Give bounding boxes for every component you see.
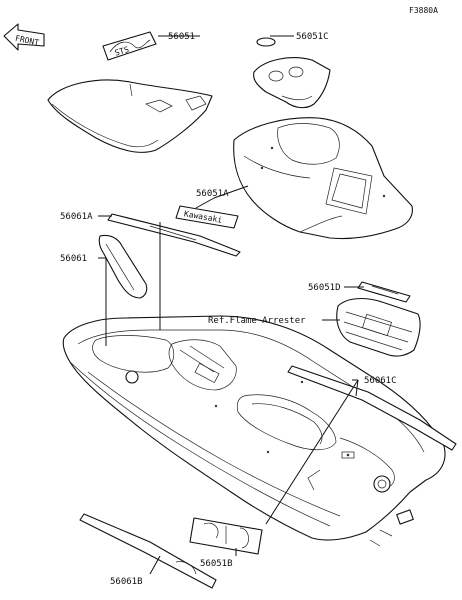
decal-56051C (256, 37, 276, 47)
decal-56051: STS (102, 31, 157, 61)
seat-part (47, 79, 213, 153)
front-arrow-icon: FRONT (3, 23, 45, 51)
callout-56061B: 56061B (110, 577, 143, 587)
figure-code: F3880A (409, 6, 438, 15)
decal-56051D (357, 281, 411, 303)
callout-56051D: 56051D (308, 283, 341, 293)
decal-56061A (107, 213, 241, 257)
callout-56061C: 56061C (364, 376, 397, 386)
hull-part (62, 315, 446, 547)
callout-56061A: 56061A (60, 212, 93, 222)
deck-cover-part (233, 117, 413, 240)
callout-56061: 56061 (60, 254, 87, 264)
decal-56051B (189, 517, 263, 555)
instrument-cover-part (253, 57, 331, 109)
flame-arrester-part (336, 297, 421, 357)
callout-56051C: 56051C (296, 32, 329, 42)
decal-56061B (79, 513, 217, 589)
callout-56051B: 56051B (200, 559, 233, 569)
callout-56051A: 56051A (196, 189, 229, 199)
decal-56061C (287, 365, 457, 451)
callout-56051: 56051 (168, 32, 195, 42)
decal-logo-text: STS (114, 45, 131, 58)
decal-56051A: Kawasaki (175, 205, 239, 229)
decal-56061 (98, 234, 148, 299)
reference-label: Ref.Flame Arrester (208, 316, 306, 326)
leader-lines (98, 35, 364, 575)
